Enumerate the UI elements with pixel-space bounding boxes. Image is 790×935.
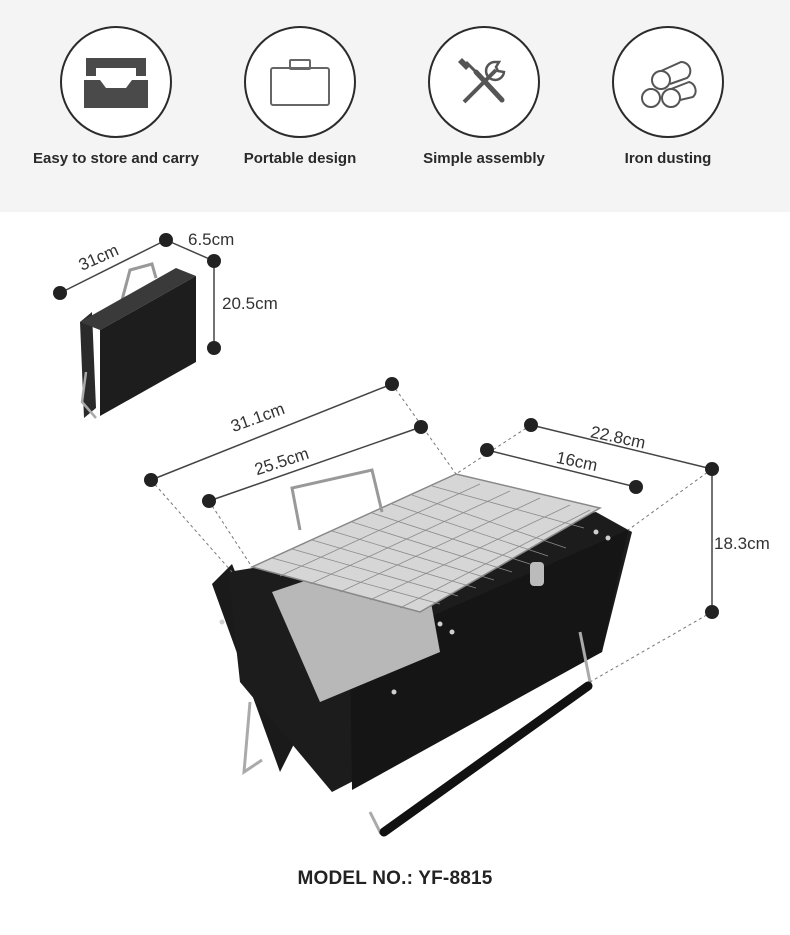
closed-dimension-lines — [53, 233, 221, 355]
open-dimension-lines — [144, 377, 719, 683]
dim-closed-depth: 6.5cm — [188, 230, 235, 249]
model-number: MODEL NO.: YF-8815 — [297, 868, 493, 889]
feature-label: Simple assembly — [423, 150, 545, 167]
dim-open-height: 18.3cm — [714, 534, 770, 553]
feature-portable: Portable design — [210, 26, 390, 167]
feature-assembly: Simple assembly — [394, 26, 574, 167]
product-area: 31cm 6.5cm 20.5cm 31.1cm 25.5cm 22.8cm 1… — [0, 212, 790, 935]
feature-band: Easy to store and carry Portable design … — [0, 0, 790, 212]
feature-circle — [428, 26, 540, 138]
feature-label: Iron dusting — [624, 150, 712, 167]
open-grill-image — [212, 468, 632, 837]
product-illustration — [53, 233, 719, 837]
dim-closed-height: 20.5cm — [222, 294, 278, 313]
tools-icon — [458, 58, 506, 104]
storage-box-icon — [84, 58, 148, 108]
closed-case-image — [80, 262, 196, 419]
feature-circle — [60, 26, 172, 138]
iron-rods-icon — [641, 60, 697, 108]
feature-circle — [244, 26, 356, 138]
feature-label: Easy to store and carry — [33, 150, 199, 167]
feature-easy-store: Easy to store and carry — [26, 26, 206, 167]
feature-label: Portable design — [243, 150, 357, 167]
feature-circle — [612, 26, 724, 138]
feature-iron: Iron dusting — [578, 26, 758, 167]
briefcase-icon — [270, 59, 330, 106]
